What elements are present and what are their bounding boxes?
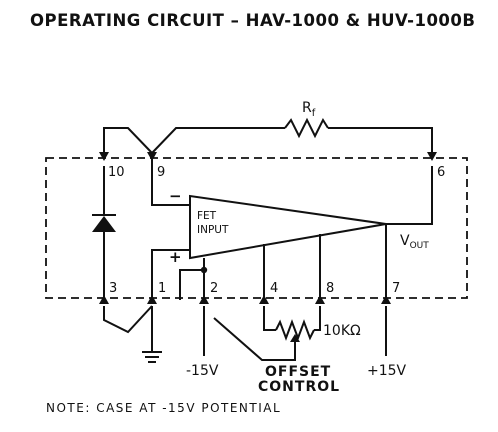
diode-triangle xyxy=(92,216,116,232)
offset-label-line1: OFFSET xyxy=(265,364,331,380)
pin-label-3: 3 xyxy=(109,281,117,296)
pin-marker-6 xyxy=(427,152,437,161)
wire-pin9-to-rf xyxy=(151,127,285,154)
pin-marker-3 xyxy=(99,295,109,304)
pin-marker-1 xyxy=(147,295,157,304)
amp-plus-sign: + xyxy=(169,248,182,266)
wire-pot-wiper-to-neg xyxy=(213,317,296,361)
pos-supply-label: +15V xyxy=(367,363,407,379)
wire-pin2-jumper xyxy=(179,269,204,300)
pin-label-9: 9 xyxy=(157,165,165,180)
wire-pin9-to-inverting xyxy=(151,158,190,206)
amp-label-fet: FET xyxy=(197,210,217,222)
pin-label-10: 10 xyxy=(108,165,125,180)
wire-output-to-pin6 xyxy=(386,166,433,225)
vout-label: VOUT xyxy=(400,233,429,251)
pin-marker-7 xyxy=(381,295,391,304)
wire-pot-to-pin8 xyxy=(314,306,321,331)
wire-pin10-to-pin9 xyxy=(103,127,153,158)
pot-wiper-arrow xyxy=(290,334,300,342)
pin-label-8: 8 xyxy=(326,281,334,296)
pin-markers xyxy=(99,152,437,304)
pin-label-6: 6 xyxy=(437,165,445,180)
pin-label-2: 2 xyxy=(210,281,218,296)
wire-pin1-to-noninverting xyxy=(151,249,190,298)
op-amp-triangle xyxy=(189,194,387,260)
pot-value-label: 10KΩ xyxy=(323,323,361,339)
pin-marker-10 xyxy=(99,152,109,161)
offset-label-line2: CONTROL xyxy=(258,379,340,395)
amp-minus-sign: − xyxy=(169,187,182,205)
offset-potentiometer xyxy=(275,319,315,341)
diagram-title: OPERATING CIRCUIT – HAV-1000 & HUV-1000B xyxy=(30,11,476,30)
feedback-resistor xyxy=(284,117,329,139)
case-note: NOTE: CASE AT -15V POTENTIAL xyxy=(46,401,282,415)
neg-supply-label: -15V xyxy=(186,363,219,379)
wire-pin4-to-pot xyxy=(263,306,276,331)
rf-label: Rf xyxy=(302,100,316,119)
pin-label-1: 1 xyxy=(158,281,166,296)
pin-marker-2 xyxy=(199,295,209,304)
pin-marker-4 xyxy=(259,295,269,304)
pin-label-7: 7 xyxy=(392,281,400,296)
junction-dot xyxy=(200,266,208,274)
package-outline xyxy=(45,157,468,299)
pin-marker-8 xyxy=(315,295,325,304)
amp-label-input: INPUT xyxy=(197,224,229,236)
wire-pin3-to-pin1 xyxy=(103,305,153,334)
pin-label-4: 4 xyxy=(270,281,278,296)
pin-marker-9 xyxy=(147,152,157,161)
wire-rf-to-pin6 xyxy=(328,127,433,158)
